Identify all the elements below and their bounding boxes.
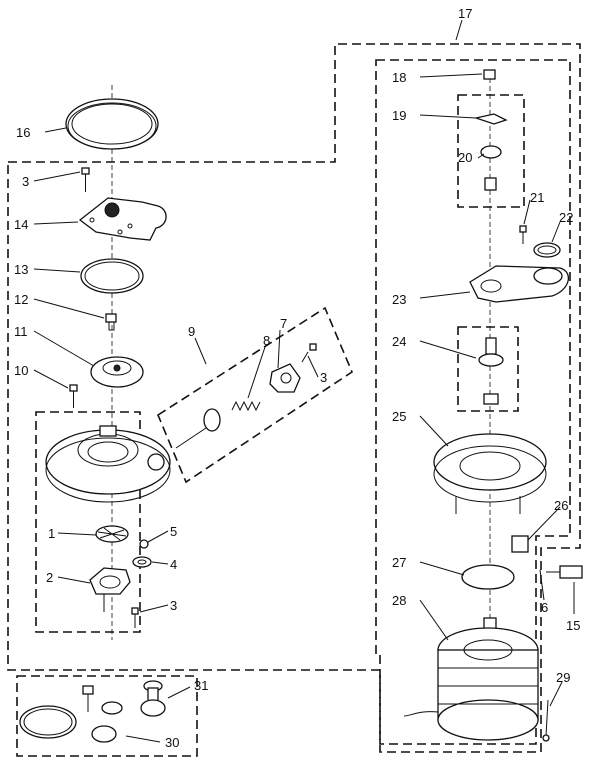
part-20-clutch: [480, 145, 502, 191]
callout-2: 2: [46, 570, 53, 585]
coupling-boundary: [457, 326, 519, 412]
callout-14: 14: [14, 217, 28, 232]
pump-subassembly-boundary: [35, 411, 141, 633]
callout-26: 26: [554, 498, 568, 513]
callout-4: 4: [170, 557, 177, 572]
part-12-bolt: [105, 313, 117, 331]
callout-12: 12: [14, 292, 28, 307]
part-19-clutch-spring: [473, 113, 508, 125]
part-8-spring: [231, 400, 261, 412]
callout-9: 9: [188, 324, 195, 339]
callout-3-valve: 3: [320, 370, 327, 385]
callout-16: 16: [16, 125, 30, 140]
callout-21: 21: [530, 190, 544, 205]
part-3-screw-lower: [131, 607, 139, 628]
part-27-disc: [461, 564, 515, 590]
part-31-plug: [140, 680, 166, 717]
callout-23: 23: [392, 292, 406, 307]
callout-19: 19: [392, 108, 406, 123]
part-24-coupling: [478, 337, 504, 405]
callout-3-top: 3: [22, 174, 29, 189]
part-3-screw-top: [81, 167, 90, 192]
callout-24: 24: [392, 334, 406, 349]
callout-27: 27: [392, 555, 406, 570]
callout-17: 17: [458, 6, 472, 21]
leader-lines: [33, 19, 575, 743]
part-1-grinder: [95, 525, 129, 543]
valve-plunger: [175, 408, 221, 449]
part-25-motor-mount: [433, 433, 547, 514]
part-16-ring: [65, 98, 159, 150]
callout-18: 18: [392, 70, 406, 85]
part-14-housing-cover: [78, 197, 167, 241]
part-10-screw: [69, 384, 78, 408]
part-7-valve-cap: [269, 363, 301, 393]
callout-20: 20: [458, 150, 472, 165]
part-26-switch: [511, 535, 529, 553]
callout-31: 31: [194, 678, 208, 693]
part-21-screw: [519, 225, 527, 244]
part-11-impeller: [90, 356, 144, 388]
callout-29: 29: [556, 670, 570, 685]
callout-25: 25: [392, 409, 406, 424]
callout-5: 5: [170, 524, 177, 539]
part-13-o-ring: [80, 258, 144, 294]
part-5-ball: [139, 539, 149, 549]
callout-22: 22: [559, 210, 573, 225]
part-29-screw: [542, 699, 550, 742]
part-4-washer: [132, 556, 152, 568]
outer-assembly-boundary: [7, 43, 581, 753]
part-3-screw-valve: [301, 343, 317, 363]
part-23-bracket-plate: [469, 265, 570, 303]
callout-28: 28: [392, 593, 406, 608]
callout-3-lower: 3: [170, 598, 177, 613]
inner-motor-boundary: [375, 59, 571, 745]
pump-housing: [45, 425, 171, 503]
callout-13: 13: [14, 262, 28, 277]
part-22-gasket: [533, 242, 561, 258]
part-28-motor: [403, 617, 539, 741]
part-2-bracket: [89, 567, 131, 612]
valve-kit-boundary: [157, 306, 353, 484]
callout-1: 1: [48, 526, 55, 541]
part-15-connector: [546, 565, 583, 579]
callout-10: 10: [14, 363, 28, 378]
callout-11: 11: [14, 324, 28, 339]
callout-8: 8: [263, 333, 270, 348]
callout-30: 30: [165, 735, 179, 750]
part-30-seal-kit-items: [19, 685, 123, 743]
part-18-nut: [483, 69, 496, 80]
callout-15: 15: [566, 618, 580, 633]
callout-7: 7: [280, 316, 287, 331]
seal-kit-boundary: [16, 675, 198, 757]
clutch-boundary: [457, 94, 525, 208]
callout-6: 6: [541, 600, 548, 615]
